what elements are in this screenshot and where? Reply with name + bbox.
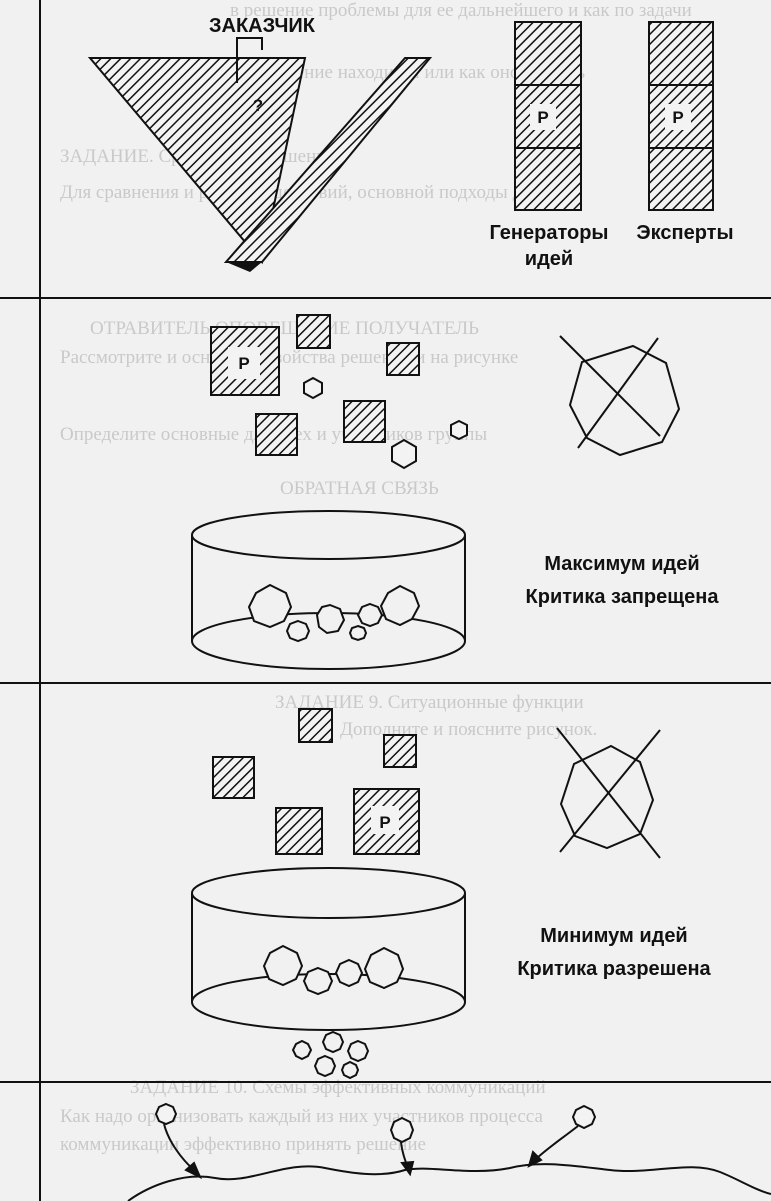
ghost-line: коммуникации эффективно принять решение bbox=[60, 1134, 426, 1155]
criticism-allowed-label: Критика разрешена bbox=[517, 958, 711, 980]
generators-label: Генераторы bbox=[489, 222, 608, 244]
ideas-box-letter: Р bbox=[238, 354, 249, 373]
ideas-vessel-bottom bbox=[191, 867, 466, 1080]
experts-box-letter: Р bbox=[672, 108, 683, 127]
customer-funnel bbox=[87, 37, 433, 272]
experts-column bbox=[648, 21, 714, 211]
ghost-line: Рассмотрите и основные свойства решения … bbox=[60, 347, 518, 368]
allowed-criticism-icon bbox=[556, 727, 661, 859]
experts-label: Эксперты bbox=[636, 222, 733, 244]
ghost-line: ЗАДАНИЕ 10. Схемы эффективных коммуникац… bbox=[130, 1077, 546, 1098]
forbidden-criticism-icon bbox=[559, 335, 681, 457]
idea-landing-sketch bbox=[127, 1102, 771, 1201]
max-ideas-label: Максимум идей bbox=[544, 553, 699, 575]
question-mark: ? bbox=[253, 96, 263, 115]
generators-box-letter: Р bbox=[537, 108, 548, 127]
generators-column bbox=[514, 21, 582, 211]
ghost-line: ОБРАТНАЯ СВЯЗЬ bbox=[280, 478, 439, 499]
ghost-line: в решение проблемы для ее дальнейшего и … bbox=[230, 0, 692, 21]
ghost-line: Как надо организовать каждый из них учас… bbox=[60, 1106, 543, 1127]
ghost-line: ЗАДАНИЕ 9. Ситуационные функции bbox=[275, 692, 584, 713]
ghost-line: ОТРАВИТЕЛЬ ОПОВЕЩЕНИЕ ПОЛУЧАТЕЛЬ bbox=[90, 318, 479, 339]
ideas-vessel-top bbox=[191, 510, 466, 670]
idea-squares-top bbox=[210, 314, 420, 456]
criticism-forbidden-label: Критика запрещена bbox=[526, 586, 720, 608]
idea-bubbles-top bbox=[303, 376, 468, 470]
min-ideas-label: Минимум идей bbox=[540, 925, 687, 947]
idea-squares-bottom bbox=[212, 708, 420, 855]
ideas-box-letter: Р bbox=[379, 813, 390, 832]
customer-label: ЗАКАЗЧИК bbox=[209, 15, 316, 37]
generators-ideas-label: идей bbox=[525, 248, 573, 270]
